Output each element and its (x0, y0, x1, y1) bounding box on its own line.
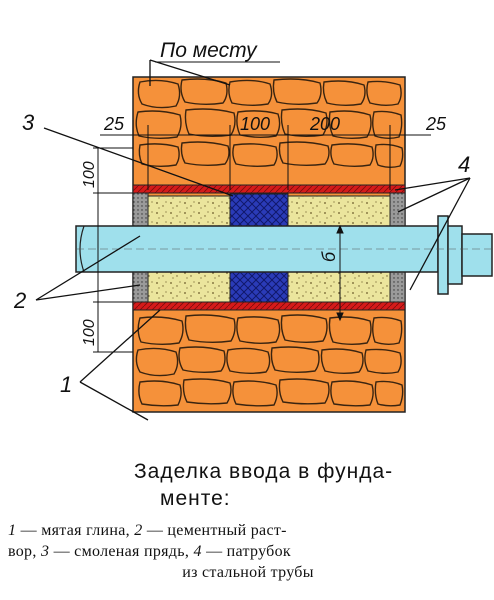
sleeve-end-bottom-right (389, 271, 406, 303)
label-in-place: По месту (160, 39, 258, 62)
legend-row-2: вор, 3 — смоленая прядь, 4 — патрубок (8, 541, 488, 562)
caption-legend: 1 — мятая глина, 2 — цементный раст- вор… (8, 520, 488, 583)
tarred-strand-top (229, 193, 289, 227)
dimension-lines (93, 120, 431, 353)
dim-top-100: 100 (81, 161, 98, 188)
mortar-top-left (147, 195, 231, 227)
tarred-strand-bottom (229, 271, 289, 303)
legend-number-2: 2 (134, 522, 143, 539)
pipe (75, 215, 493, 295)
legend-row-1: 1 — мятая глина, 2 — цементный раст- (8, 520, 488, 541)
foundation-pipe-entry-diagram: По месту 3 4 2 1 25 25 100 200 100 100 б (13, 39, 493, 421)
label-2: 2 (13, 288, 26, 313)
dim-bottom-100: 100 (81, 319, 98, 346)
caption-title: Заделка ввода в фунда- менте: (134, 458, 474, 512)
legend-text-3: вор, (8, 543, 41, 560)
legend-number-1: 1 (8, 522, 17, 539)
label-3: 3 (22, 110, 35, 135)
dim-right-25: 25 (425, 114, 447, 134)
mortar-bottom-left (147, 271, 231, 303)
caption-title-line1: Заделка ввода в фунда- (134, 460, 394, 483)
dim-left-25: 25 (103, 114, 125, 134)
legend-text-4: — смоленая прядь, (49, 543, 194, 560)
legend-text-5: — патрубок (201, 543, 291, 560)
dim-b: б (319, 251, 339, 262)
dim-200: 200 (309, 114, 340, 134)
label-1: 1 (60, 372, 72, 397)
legend-text-2: — цементный раст- (142, 522, 287, 539)
caption-title-line2: менте: (160, 487, 231, 510)
sleeve-end-bottom-left (132, 271, 149, 303)
legend-number-4: 4 (193, 543, 202, 560)
sleeve-end-top-left (132, 192, 149, 227)
clay-layer-bottom (132, 301, 406, 311)
clay-layer-top (132, 184, 406, 194)
mortar-top-right (287, 195, 391, 227)
mortar-bottom-right (287, 271, 391, 303)
legend-text-1: — мятая глина, (16, 522, 135, 539)
legend-number-3: 3 (40, 543, 50, 560)
caption: Заделка ввода в фунда- менте: 1 — мятая … (0, 458, 494, 583)
legend-row-3: из стальной трубы (182, 564, 314, 581)
label-4: 4 (458, 152, 470, 177)
dim-100: 100 (240, 114, 270, 134)
leader-lines (35, 59, 471, 421)
